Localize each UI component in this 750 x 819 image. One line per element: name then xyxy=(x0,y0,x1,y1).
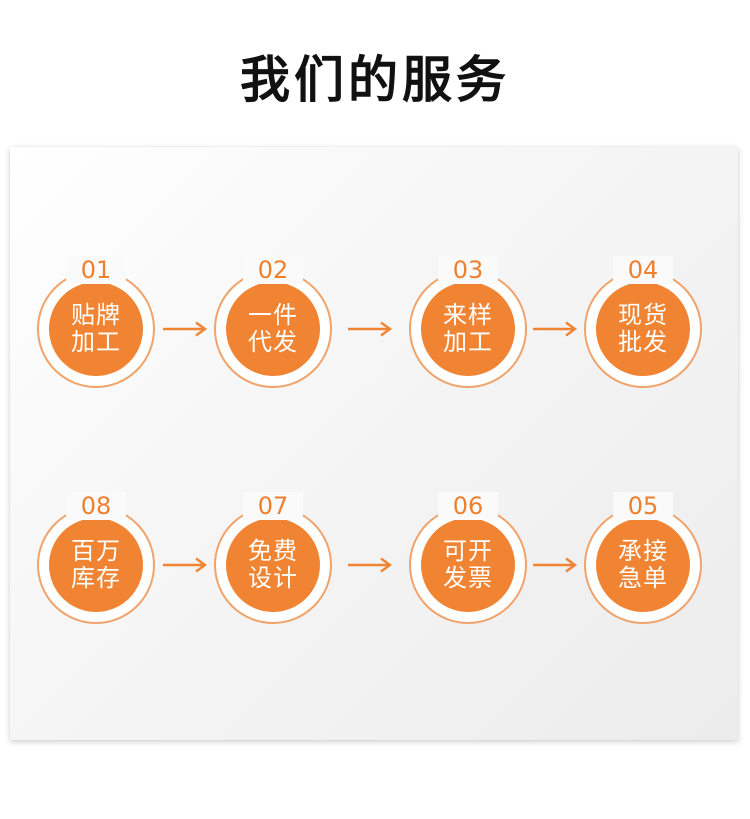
page-title: 我们的服务 xyxy=(240,51,510,109)
service-disc: 来样 加工 xyxy=(421,282,515,376)
service-label-line1: 免费 xyxy=(248,537,298,565)
service-number: 05 xyxy=(613,492,673,520)
service-label-line2: 发票 xyxy=(443,564,493,592)
service-number: 08 xyxy=(66,492,126,520)
services-panel xyxy=(10,147,738,740)
service-disc: 免费 设计 xyxy=(226,518,320,612)
arrow-right-icon xyxy=(163,557,208,573)
service-label-line1: 承接 xyxy=(618,537,668,565)
service-label-line2: 加工 xyxy=(443,328,493,356)
service-item-04: 现货 批发 04 xyxy=(584,256,702,388)
service-disc: 承接 急单 xyxy=(596,518,690,612)
service-item-07: 免费 设计 07 xyxy=(214,492,332,624)
service-number: 02 xyxy=(243,256,303,284)
service-label-line1: 可开 xyxy=(443,537,493,565)
service-label-line1: 百万 xyxy=(71,537,121,565)
service-label-line2: 批发 xyxy=(618,328,668,356)
service-number: 01 xyxy=(66,256,126,284)
service-number: 04 xyxy=(613,256,673,284)
arrow-right-icon xyxy=(533,557,578,573)
service-item-02: 一件 代发 02 xyxy=(214,256,332,388)
service-item-03: 来样 加工 03 xyxy=(409,256,527,388)
service-disc: 一件 代发 xyxy=(226,282,320,376)
service-label-line1: 现货 xyxy=(618,301,668,329)
service-disc: 可开 发票 xyxy=(421,518,515,612)
arrow-right-icon xyxy=(163,321,208,337)
service-item-05: 承接 急单 05 xyxy=(584,492,702,624)
arrow-right-icon xyxy=(348,321,393,337)
service-label-line1: 贴牌 xyxy=(71,301,121,329)
service-number: 03 xyxy=(438,256,498,284)
service-disc: 现货 批发 xyxy=(596,282,690,376)
service-label-line2: 库存 xyxy=(71,564,121,592)
service-item-06: 可开 发票 06 xyxy=(409,492,527,624)
service-number: 06 xyxy=(438,492,498,520)
service-label-line2: 代发 xyxy=(248,328,298,356)
service-label-line1: 一件 xyxy=(248,301,298,329)
service-label-line2: 急单 xyxy=(618,564,668,592)
service-number: 07 xyxy=(243,492,303,520)
arrow-right-icon xyxy=(533,321,578,337)
service-label-line2: 加工 xyxy=(71,328,121,356)
service-disc: 贴牌 加工 xyxy=(49,282,143,376)
service-item-08: 百万 库存 08 xyxy=(37,492,155,624)
service-disc: 百万 库存 xyxy=(49,518,143,612)
arrow-right-icon xyxy=(348,557,393,573)
service-label-line1: 来样 xyxy=(443,301,493,329)
service-item-01: 贴牌 加工 01 xyxy=(37,256,155,388)
service-label-line2: 设计 xyxy=(248,564,298,592)
